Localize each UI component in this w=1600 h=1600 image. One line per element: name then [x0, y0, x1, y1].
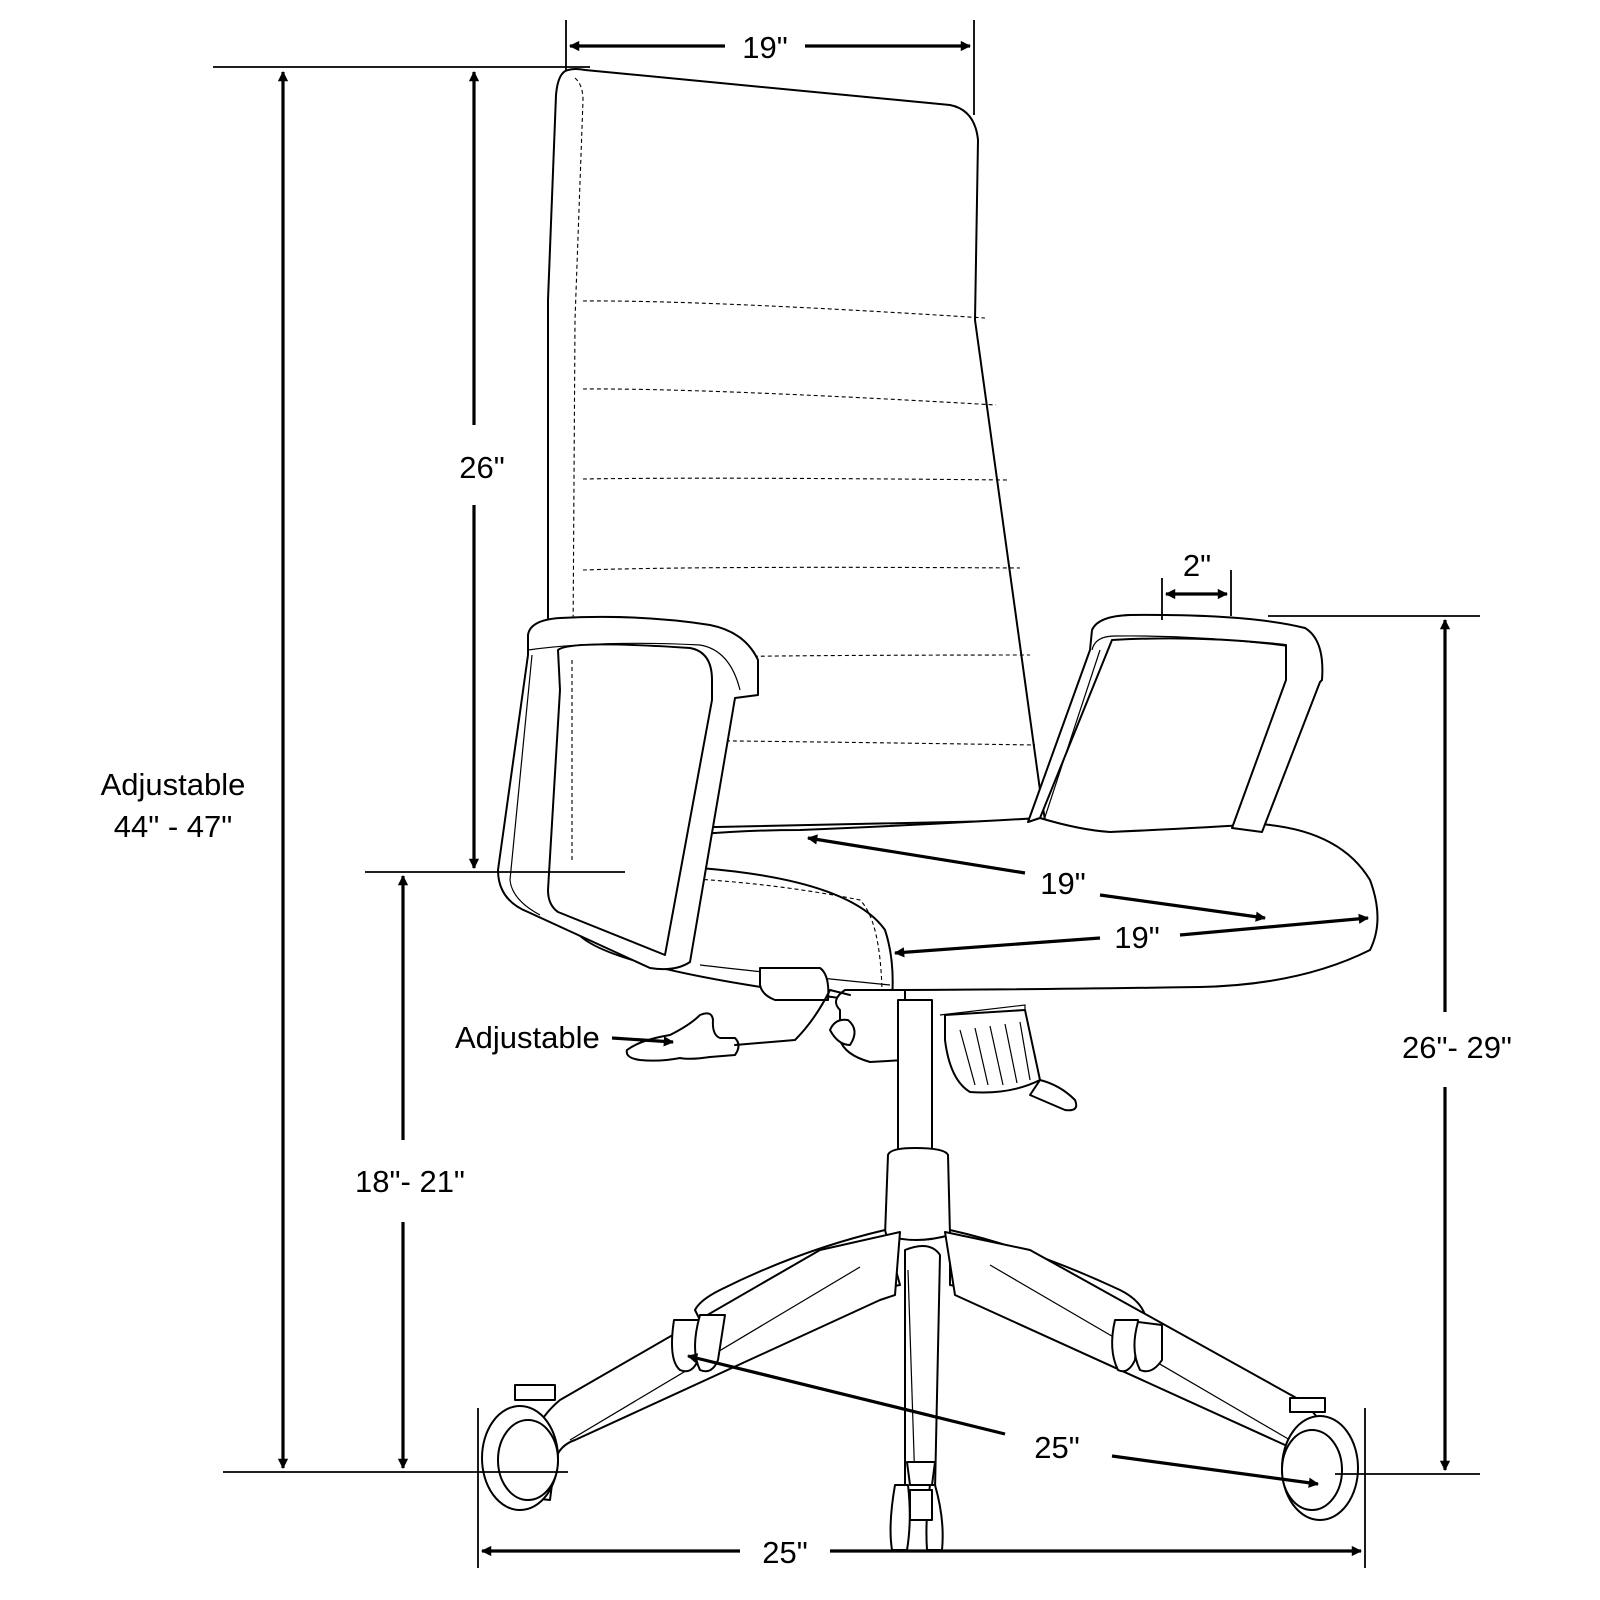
- dim-arm-height: 26"- 29": [1268, 615, 1512, 1475]
- overall-height-label-line2: 44" - 47": [114, 809, 233, 844]
- right-armrest: [1027, 613, 1324, 833]
- mechanism: [625, 967, 1078, 1241]
- dim-seat-width: 19": [893, 913, 1370, 958]
- dim-seat-height: 18"- 21": [355, 874, 465, 1470]
- left-armrest: [497, 615, 759, 971]
- back-height-label: 26": [459, 450, 505, 485]
- dim-back-height: 26": [365, 70, 625, 873]
- dim-base-width: 25": [477, 1408, 1366, 1570]
- dim-back-width: 19": [565, 20, 975, 115]
- armrest-width-label: 2": [1183, 548, 1211, 583]
- seat-depth-label: 19": [1040, 866, 1086, 901]
- base-width-label: 25": [762, 1535, 808, 1570]
- lever-callout: Adjustable: [455, 1020, 675, 1055]
- dim-base-diagonal: 25": [687, 1353, 1320, 1488]
- base-diagonal-label: 25": [1034, 1430, 1080, 1465]
- dim-overall-height: Adjustable 44" - 47": [101, 66, 590, 1473]
- seat-height-label: 18"- 21": [355, 1164, 465, 1199]
- left-caster: [481, 1384, 559, 1511]
- right-caster: [1281, 1397, 1359, 1521]
- lever-label: Adjustable: [455, 1020, 600, 1055]
- back-width-label: 19": [742, 30, 788, 65]
- star-base: [481, 1229, 1359, 1551]
- dim-seat-depth: 19": [806, 834, 1267, 922]
- arm-height-label: 26"- 29": [1402, 1030, 1512, 1065]
- dim-armrest-width: 2": [1161, 548, 1232, 620]
- overall-height-label-line1: Adjustable: [101, 767, 246, 802]
- seat-width-label: 19": [1114, 920, 1160, 955]
- front-caster: [889, 1461, 944, 1551]
